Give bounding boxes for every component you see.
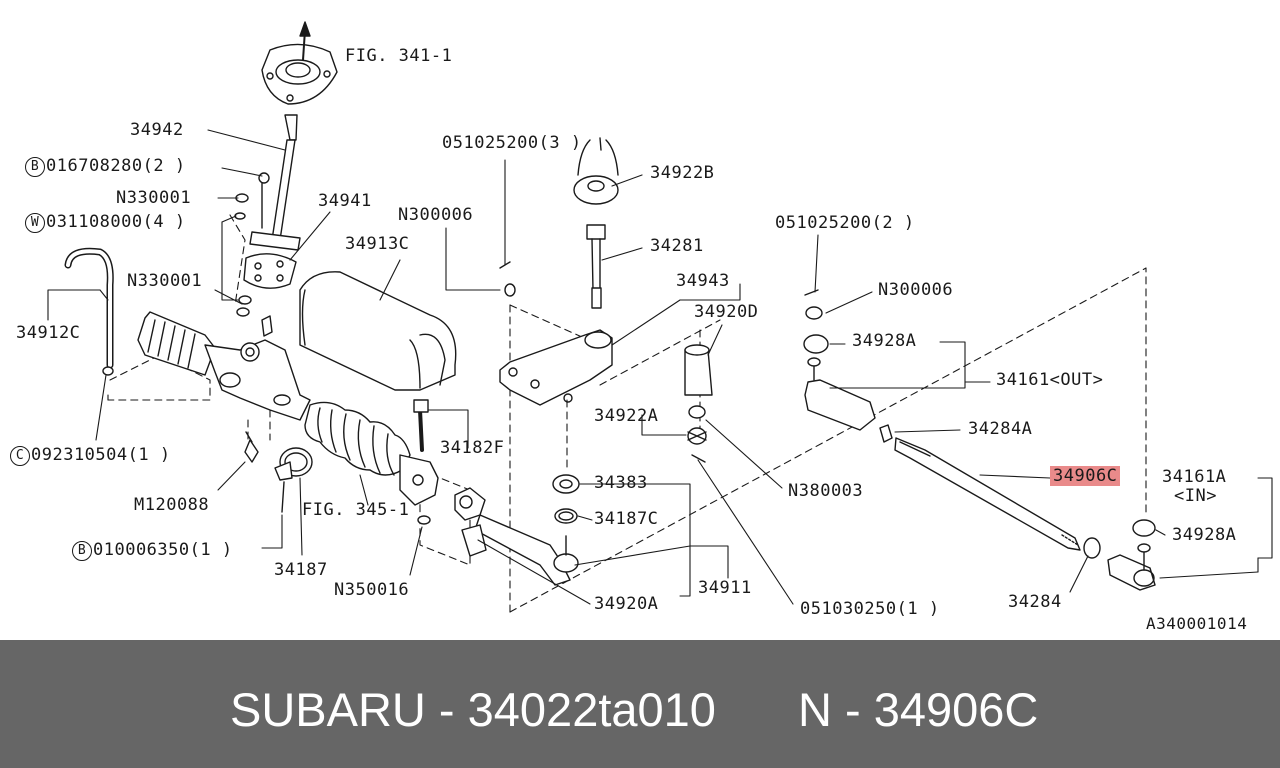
label-031108000-mark: W [25,213,45,233]
label-34281: 34281 [650,236,704,256]
hose [64,247,114,376]
label-34941: 34941 [318,191,372,211]
label-34161-out: 34161<OUT> [996,370,1104,390]
label-34922b: 34922B [650,163,715,183]
label-34920d: 34920D [694,302,759,322]
footer-part-number: SUBARU - 34022ta010 [230,683,716,736]
label-34284a: 34284A [968,419,1033,439]
gear-housing [137,311,311,463]
label-010006350-mark: B [72,541,92,561]
label-031108000-text: 031108000(4 ) [46,212,186,232]
rack-cover [299,271,457,391]
label-34182f: 34182F [440,438,505,458]
label-34928a-a: 34928A [852,331,917,351]
label-34913c: 34913C [345,234,410,254]
label-34912c: 34912C [16,323,81,343]
diagram-drawing [47,21,1273,613]
label-34920a: 34920A [594,594,659,614]
leader-lines [47,129,1273,605]
label-092310504-text: 092310504(1 ) [31,445,171,465]
label-n380003: N380003 [788,481,864,501]
label-092310504-mark: C [10,446,30,466]
center-link [454,137,713,586]
label-n330001-b: N330001 [127,271,203,291]
label-34922a: 34922A [594,406,659,426]
label-010006350-text: 010006350(1 ) [93,540,233,560]
label-34942: 34942 [130,120,184,140]
label-34383: 34383 [594,473,648,493]
label-fig-341-1: FIG. 341-1 [345,46,453,66]
label-34943: 34943 [676,271,730,291]
label-n300006-a: N300006 [398,205,474,225]
footer-bar: SUBARU - 34022ta010 N - 34906C [0,640,1280,768]
label-016708280-mark: B [25,157,45,177]
tie-rod [803,289,1156,591]
label-051025200-2: 051025200(2 ) [775,213,915,233]
label-m120088: M120088 [134,495,210,515]
label-34187c: 34187C [594,509,659,529]
shaft-assembly [234,114,301,317]
label-34161a-in: <IN> [1174,486,1217,506]
label-34928a-b: 34928A [1172,525,1237,545]
label-n330001-a: N330001 [116,188,192,208]
label-fig-345-1: FIG. 345-1 [302,500,410,520]
label-051030250: 051030250(1 ) [800,599,940,619]
label-34906c-highlighted: 34906C [1050,466,1121,486]
label-n350016: N350016 [334,580,410,600]
label-34187: 34187 [274,560,328,580]
label-34284: 34284 [1008,592,1062,612]
label-34911: 34911 [698,578,752,598]
label-051025200-3: 051025200(3 ) [442,133,582,153]
label-016708280-text: 016708280(2 ) [46,156,186,176]
footer-selected-part: N - 34906C [798,683,1039,736]
top-mount [261,21,338,105]
boot [274,399,439,525]
label-34161a: 34161A [1162,467,1227,487]
label-n300006-b: N300006 [878,280,954,300]
diagram-code: A340001014 [1146,614,1248,633]
